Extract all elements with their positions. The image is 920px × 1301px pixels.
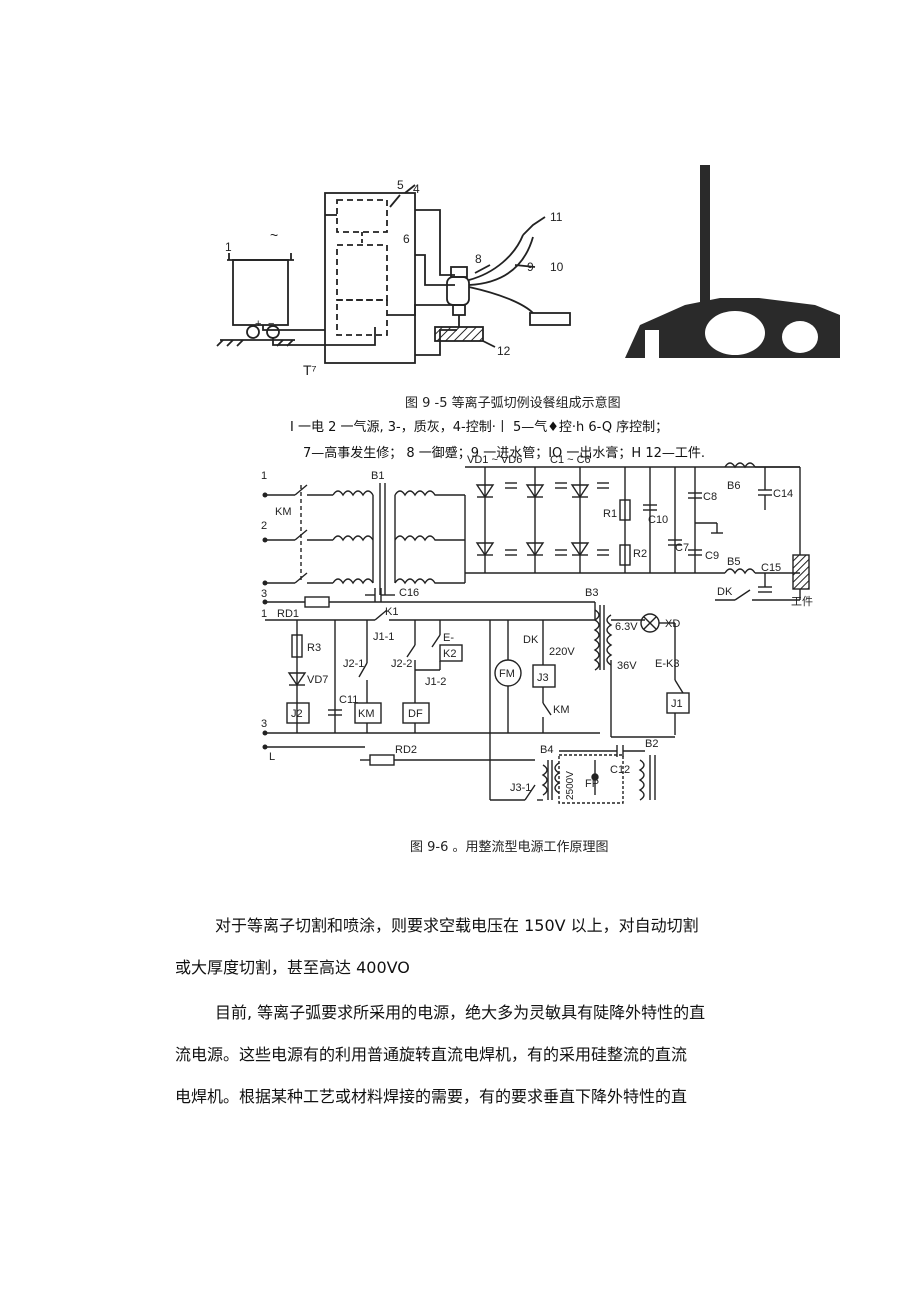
fig2-label-km2: KM: [358, 708, 375, 720]
fig2-label-k1: K1: [385, 606, 398, 618]
fig2-label-r2: R2: [633, 548, 647, 560]
fig2-label-km3: KM: [553, 704, 570, 716]
fig1-label-12: 12: [497, 344, 511, 358]
fig1-label-11: 11: [550, 210, 563, 224]
fig2-label-j3-1: J3-1: [510, 782, 531, 794]
fig2-label-j1-1: J1-1: [373, 631, 394, 643]
fig2-label-in3: 3: [261, 588, 267, 600]
fig2-label-vd-range: VD1 ~ VD6: [467, 455, 522, 466]
fig1-label-8: 8: [475, 252, 482, 266]
figure-9-5-legend-line-2: 7—高事发生修； 8 一御蹙；9 一进水管；IO 一出水膏；H 12—工件.: [303, 446, 705, 461]
fig2-label-workpiece: 工件: [791, 595, 813, 608]
fig2-label-j1: J1: [671, 698, 683, 710]
fig2-label-c12: C12: [610, 764, 630, 776]
fig1-label-t7: T⁷: [303, 362, 317, 378]
fig2-label-b6: B6: [727, 480, 740, 492]
fig1-label-minus: −: [268, 318, 274, 330]
fig2-label-b2: B2: [645, 738, 658, 750]
fig2-label-l: L: [269, 751, 275, 763]
fig1-label-10: 10: [550, 260, 564, 274]
figure-9-5-diagram: 1 ~ + − 5 4 6 8 9 10 11 12 T⁷: [216, 163, 840, 378]
fig2-label-xd: XD: [665, 618, 680, 630]
fig1-label-tilde: ~: [270, 227, 278, 243]
fig2-label-r3: R3: [307, 642, 321, 654]
fig2-label-fp: FP: [585, 778, 599, 790]
fig2-label-in1b: 1: [261, 608, 267, 620]
fig2-label-k2: K2: [443, 648, 456, 660]
paragraph-1-line-1: 对于等离子切割和喷涂，则要求空载电压在 150V 以上，对自动切割: [215, 916, 699, 935]
fig2-label-km: KM: [275, 506, 292, 518]
fig2-label-2500v: 2500V: [565, 771, 576, 800]
fig2-label-c11: C11: [339, 694, 358, 706]
fig2-label-6-3v: 6.3V: [615, 621, 638, 633]
fig2-label-b1: B1: [371, 470, 384, 482]
figure-9-5-legend-line-1: I 一电 2 一气源, 3-，质灰，4-控制·丨 5—气♦控·h 6-Q 序控制…: [290, 420, 669, 435]
paragraph-2-line-2: 流电源。这些电源有的利用普通旋转直流电焊机，有的采用硅整流的直流: [175, 1045, 688, 1064]
fig2-label-fm: FM: [499, 668, 515, 680]
fig2-label-in1: 1: [261, 470, 267, 482]
fig1-label-6: 6: [403, 232, 410, 246]
fig2-label-j2-1: J2-1: [343, 658, 364, 670]
fig2-label-220v: 220V: [549, 646, 575, 658]
fig1-label-5: 5: [397, 178, 404, 192]
fig2-label-b5: B5: [727, 556, 740, 568]
fig2-label-j3: J3: [537, 672, 549, 684]
fig2-label-c16: C16: [399, 587, 419, 599]
paragraph-2-line-3: 电焊机。根据某种工艺或材料焊接的需要，有的要求垂直下降外特性的直: [175, 1087, 688, 1106]
fig2-label-rd2: RD2: [395, 744, 417, 756]
fig2-label-c9: C9: [705, 550, 719, 562]
fig2-label-c7: C7: [675, 542, 689, 554]
fig2-label-in3b: 3: [261, 718, 267, 730]
fig2-label-c8: C8: [703, 491, 717, 503]
fig2-label-e: E-: [443, 632, 454, 644]
fig2-label-vd7: VD7: [307, 674, 328, 686]
fig2-label-b4: B4: [540, 744, 553, 756]
fig1-label-4: 4: [413, 182, 420, 196]
fig2-label-dk2: DK: [523, 634, 539, 646]
paragraph-1: 对于等离子切割和喷涂，则要求空载电压在 150V 以上，对自动切割 或大厚度切割…: [175, 905, 755, 989]
figure-9-6-circuit: 1 2 3 KM B1 C16 RD1 1 K1 VD1 ~ VD6 C1 ~ …: [261, 455, 813, 804]
fig2-label-in2: 2: [261, 520, 267, 532]
fig2-label-b3: B3: [585, 587, 598, 599]
fig2-label-j2: J2: [291, 708, 303, 720]
fig2-label-dk: DK: [717, 586, 733, 598]
fig2-label-c-range: C1 ~ C6: [550, 455, 591, 466]
fig2-label-c14: C14: [773, 488, 793, 500]
fig2-label-k3: E-K3: [655, 658, 679, 670]
figure-9-5-caption: 图 9 -5 等离子弧切例设餐组成示意图: [405, 396, 621, 411]
paragraph-2-line-1: 目前, 等离子弧要求所采用的电源，绝大多为灵敏具有陡降外特性的直: [215, 1003, 706, 1022]
fig2-label-c10: C10: [648, 514, 668, 526]
paragraph-1-line-2: 或大厚度切割，甚至高达 400VO: [175, 958, 410, 977]
fig2-label-df: DF: [408, 708, 423, 720]
fig2-label-j2-2: J2-2: [391, 658, 412, 670]
fig1-label-plus: +: [255, 318, 261, 330]
fig1-label-1: 1: [225, 240, 232, 254]
fig2-label-r1: R1: [603, 508, 617, 520]
fig2-label-j1-2: J1-2: [425, 676, 446, 688]
fig2-label-rd1: RD1: [277, 608, 299, 620]
figure-9-6-caption: 图 9-6 。用整流型电源工作原理图: [410, 840, 609, 855]
fig1-label-9: 9: [527, 260, 534, 274]
fig2-label-c15: C15: [761, 562, 781, 574]
paragraph-2: 目前, 等离子弧要求所采用的电源，绝大多为灵敏具有陡降外特性的直 流电源。这些电…: [175, 992, 755, 1118]
fig2-label-36v: 36V: [617, 660, 637, 672]
